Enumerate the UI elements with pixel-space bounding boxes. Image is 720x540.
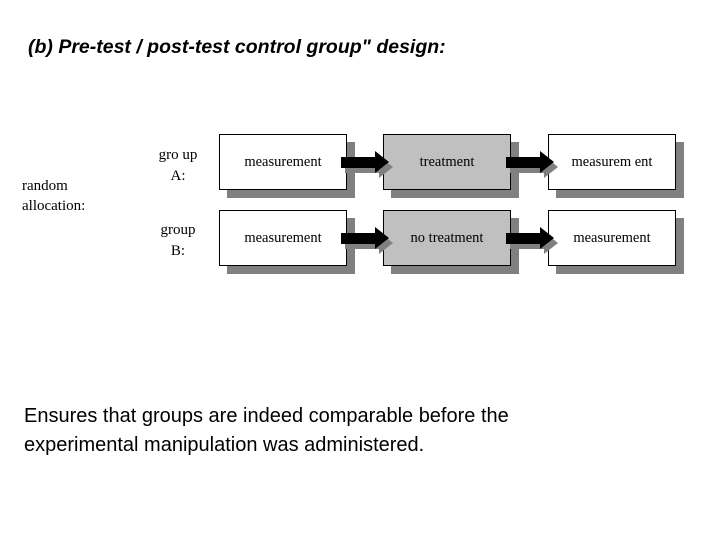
arrow-shaft <box>341 157 375 168</box>
arrow-shaft <box>341 233 375 244</box>
group-a-label-line1: gro up <box>158 147 198 163</box>
group-a-label: gro up A: <box>140 145 216 187</box>
arrow-shaft <box>506 157 540 168</box>
arrow-head <box>540 227 554 249</box>
arrow-right-icon <box>506 151 558 178</box>
group-a-treatment-box: treatment <box>383 134 511 190</box>
arrow-right-icon <box>506 227 558 254</box>
group-b-label-line1: group <box>160 222 196 238</box>
random-allocation-label: random allocation: <box>22 176 85 216</box>
group-b-pretest-box: measurement <box>219 210 347 266</box>
arrow-head <box>540 151 554 173</box>
arrow-right-icon <box>341 151 393 178</box>
group-b-label-line2: B: <box>170 243 186 259</box>
group-a-label-line2: A: <box>170 168 186 184</box>
arrow-right-icon <box>341 227 393 254</box>
caption-text: Ensures that groups are indeed comparabl… <box>24 402 684 460</box>
group-a-posttest-box: measurem ent <box>548 134 676 190</box>
group-a-pretest-box: measurement <box>219 134 347 190</box>
page-title: (b) Pre-test / post-test control group" … <box>28 36 446 58</box>
group-b-posttest-box: measurement <box>548 210 676 266</box>
arrow-head <box>375 227 389 249</box>
arrow-head <box>375 151 389 173</box>
arrow-shaft <box>506 233 540 244</box>
random-allocation-label-line2: allocation: <box>22 198 86 214</box>
caption-line1: Ensures that groups are indeed comparabl… <box>24 405 509 427</box>
caption-line2: experimental manipulation was administer… <box>24 434 425 456</box>
group-b-label: group B: <box>140 220 216 262</box>
random-allocation-label-line1: random <box>22 178 68 194</box>
group-b-no-treatment-box: no treatment <box>383 210 511 266</box>
